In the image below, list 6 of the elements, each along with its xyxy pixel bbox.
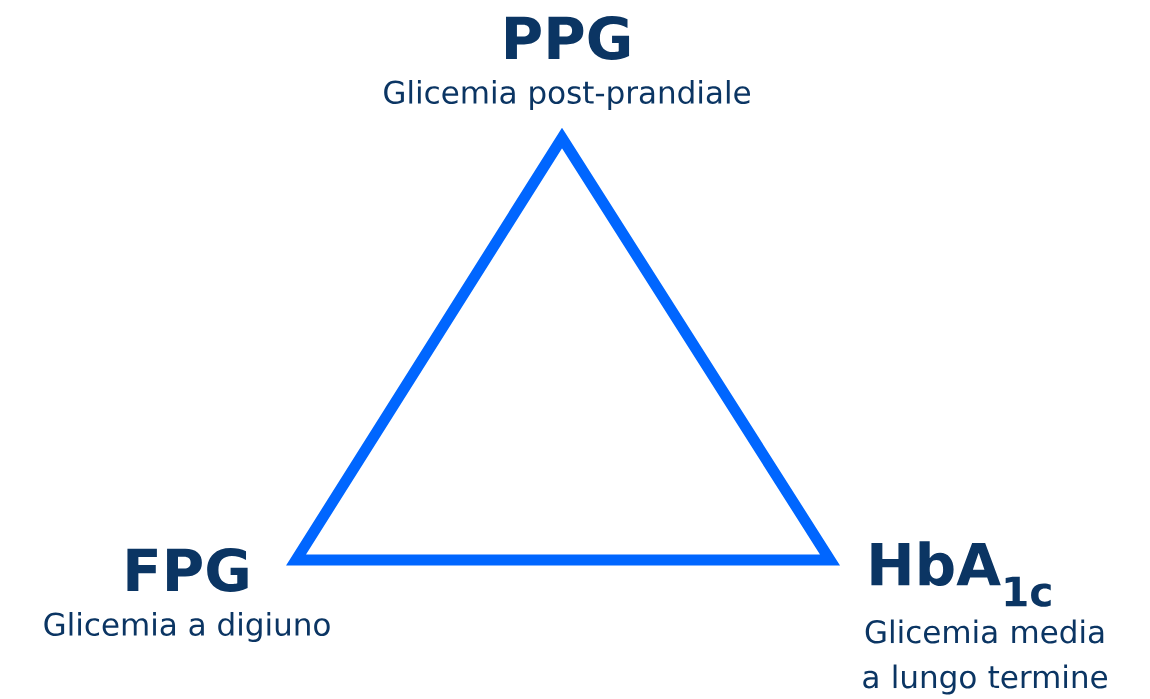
- subtitle: Glicemia media a lungo termine: [863, 619, 1107, 695]
- subtitle: Glicemia post-prandiale: [384, 80, 750, 110]
- heading: PPG: [506, 16, 630, 60]
- heading: HbA$_{1c}$: [871, 541, 1051, 607]
- subtitle: Glicemia a digiuno: [44, 612, 330, 642]
- heading: FPG: [127, 548, 248, 592]
